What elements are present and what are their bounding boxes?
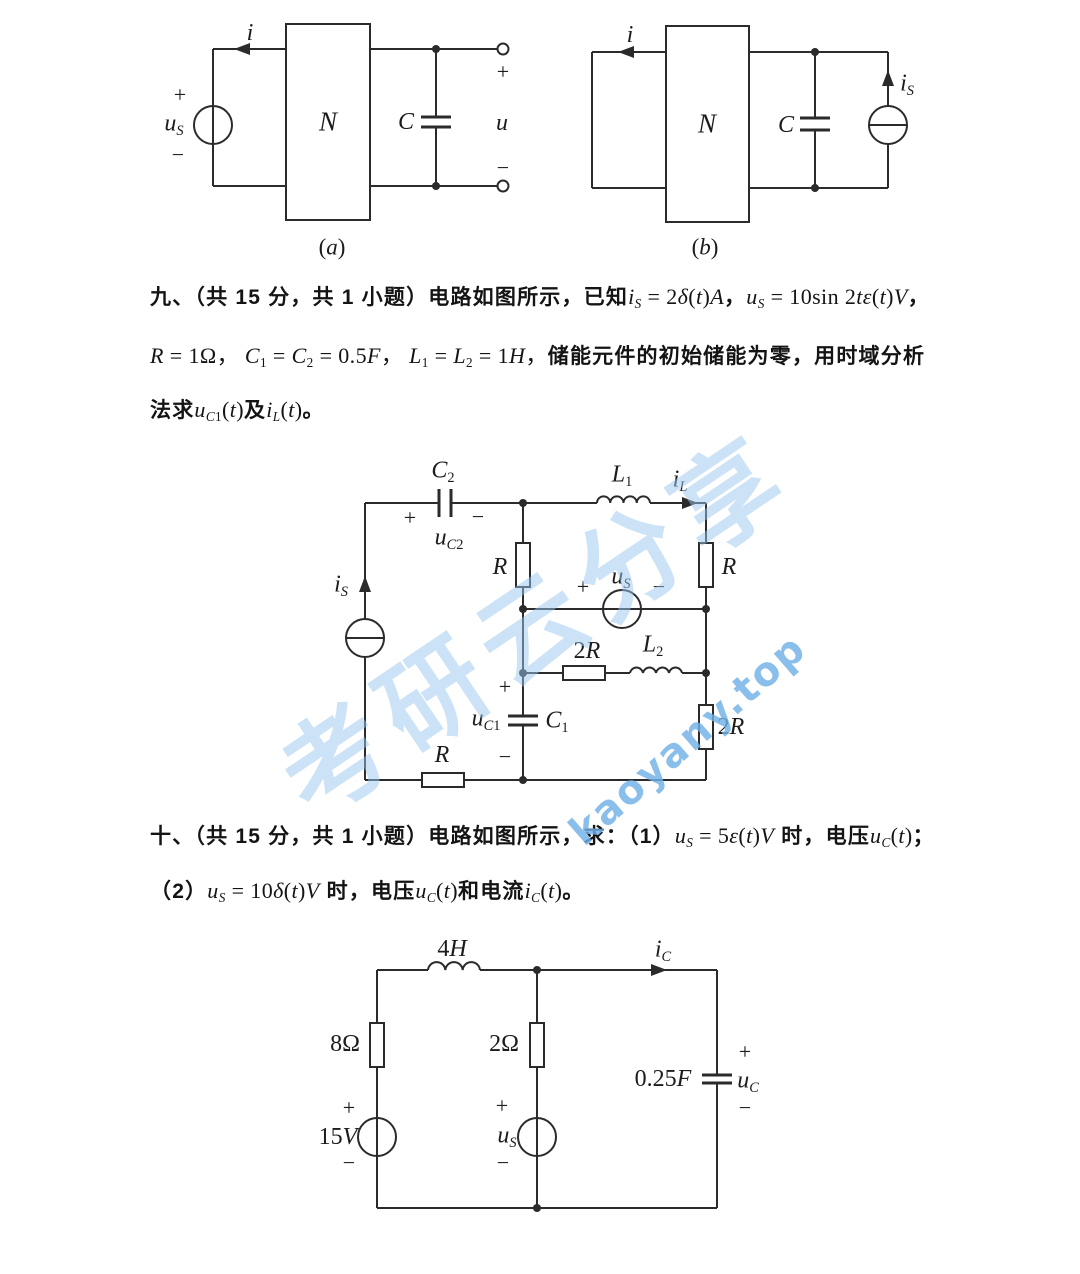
junction-dot [432, 45, 440, 53]
uc-plus-sign: + [738, 1039, 752, 1064]
caption-a: (a) [318, 234, 346, 260]
v15-plus-sign: + [342, 1095, 356, 1120]
network-label: N [697, 108, 717, 139]
capacitor-c1-label: C1 [545, 707, 569, 737]
current-ic-label: iC [654, 936, 672, 966]
resistor-8ohm-label: 8Ω [330, 1031, 360, 1057]
capacitor-c2-label: C2 [431, 457, 455, 487]
c2-minus-sign: − [471, 504, 485, 529]
problem10-line2: （2）uS = 10δ(t)V 时，电压uC(t)和电流iC(t)。 [150, 878, 585, 906]
voltage-source-us-circle [517, 1117, 557, 1157]
junction-dot [432, 182, 440, 190]
us-minus-sign: − [652, 574, 666, 599]
current-arrow-right [682, 497, 698, 509]
c1-plus-sign: + [498, 674, 512, 699]
c1-minus-sign: − [498, 744, 512, 769]
terminal-open [496, 42, 510, 56]
junction-dot [519, 499, 527, 507]
capacitor-c-label: C [777, 112, 795, 138]
us-plus-sign: + [495, 1093, 509, 1118]
voltage-source-15v-circle [357, 1117, 397, 1157]
inductor-l1-label: L1 [611, 461, 633, 491]
problem9-line1: 九、（共 15 分，共 1 小题）电路如图所示，已知iS = 2δ(t)A，uS… [150, 284, 930, 312]
resistor-r-right [698, 542, 714, 588]
resistor-2r-right-label: 2R [717, 714, 745, 740]
source-us-label: uS [497, 1122, 517, 1152]
circuit-a-drawing [193, 23, 510, 221]
resistor-2ohm [529, 1022, 545, 1068]
output-plus-sign: + [496, 59, 510, 84]
inductor-l2-label: L2 [642, 631, 664, 661]
resistor-r-bottom-label: R [434, 742, 450, 768]
junction-dot [811, 48, 819, 56]
resistor-r-bottom [421, 772, 465, 788]
current-arrow-up [882, 70, 894, 86]
circuit-10-drawing [357, 961, 732, 1212]
resistor-2r-right [698, 704, 714, 750]
junction-dot [811, 184, 819, 192]
circuit-diagram-problem10: 4H iC 8Ω 2Ω 0.25F + uC − + 15V − + uS − [319, 936, 770, 1230]
voltage-source-us-circle [193, 105, 233, 145]
inductor-l1 [596, 495, 651, 504]
junction-dot [702, 669, 710, 677]
circuit-diagram-problem9: C2 + − uC2 L1 iL iS R R + uS − 2R L2 + u… [330, 450, 780, 795]
source-is-label: iS [334, 571, 348, 601]
voltage-uc1-label: uC1 [471, 705, 501, 735]
current-arrow-up [359, 576, 371, 592]
circuit-9-drawing [345, 489, 714, 788]
resistor-2ohm-label: 2Ω [489, 1031, 519, 1057]
junction-dot [519, 605, 527, 613]
problem9-line3: 法求uC1(t)及iL(t)。 [150, 397, 325, 425]
source-plus-sign: + [173, 82, 187, 107]
circuit-diagram-a: i + uS − N C + u − (a) [160, 20, 520, 270]
network-box [665, 25, 750, 223]
inductor-4h-label: 4H [437, 936, 467, 962]
resistor-r-mid-label: R [492, 554, 508, 580]
source-15v-label: 15V [318, 1124, 358, 1150]
output-u-label: u [496, 110, 508, 136]
junction-dot [519, 776, 527, 784]
circuit-diagram-b: i N C iS (b) [560, 20, 940, 270]
resistor-r-mid [515, 542, 531, 588]
current-il-label: iL [672, 466, 688, 496]
inductor-4h [427, 961, 481, 971]
us-plus-sign: + [576, 574, 590, 599]
capacitor-025f-label: 0.25F [634, 1066, 692, 1092]
terminal-open [496, 179, 510, 193]
resistor-8ohm [369, 1022, 385, 1068]
us-minus-sign: − [496, 1150, 510, 1175]
source-us-label: uS [611, 563, 631, 593]
resistor-r-right-label: R [721, 554, 737, 580]
voltage-uc2-label: uC2 [434, 524, 464, 554]
capacitor-c-label: C [397, 109, 415, 135]
current-arrow-right [651, 964, 667, 976]
current-arrow-left [234, 43, 250, 55]
current-arrow-left [618, 46, 634, 58]
network-label: N [318, 106, 338, 137]
current-i-label: i [246, 20, 254, 46]
inductor-l2 [629, 666, 683, 674]
current-i-label: i [626, 22, 634, 48]
junction-dot [702, 605, 710, 613]
junction-dot [533, 1204, 541, 1212]
problem10-line1: 十、（共 15 分，共 1 小题）电路如图所示，求：（1）uS = 5ε(t)V… [150, 823, 935, 851]
circuit-b-drawing [591, 25, 908, 223]
v15-minus-sign: − [342, 1150, 356, 1175]
caption-b: (b) [691, 234, 719, 260]
resistor-2r [562, 665, 606, 681]
uc-minus-sign: − [738, 1095, 752, 1120]
resistor-2r-label: 2R [573, 638, 601, 664]
c2-plus-sign: + [403, 505, 417, 530]
voltage-source-us-circle [602, 589, 642, 629]
voltage-uc-label: uC [737, 1067, 759, 1097]
junction-dot [533, 966, 541, 974]
source-minus-sign: − [171, 142, 185, 167]
source-us-label: uS [164, 110, 184, 140]
source-is-label: iS [900, 70, 914, 100]
output-minus-sign: − [496, 155, 510, 180]
junction-dot [519, 669, 527, 677]
network-box [285, 23, 371, 221]
problem9-line2: R = 1Ω， C1 = C2 = 0.5F， L1 = L2 = 1H，储能元… [150, 343, 926, 371]
